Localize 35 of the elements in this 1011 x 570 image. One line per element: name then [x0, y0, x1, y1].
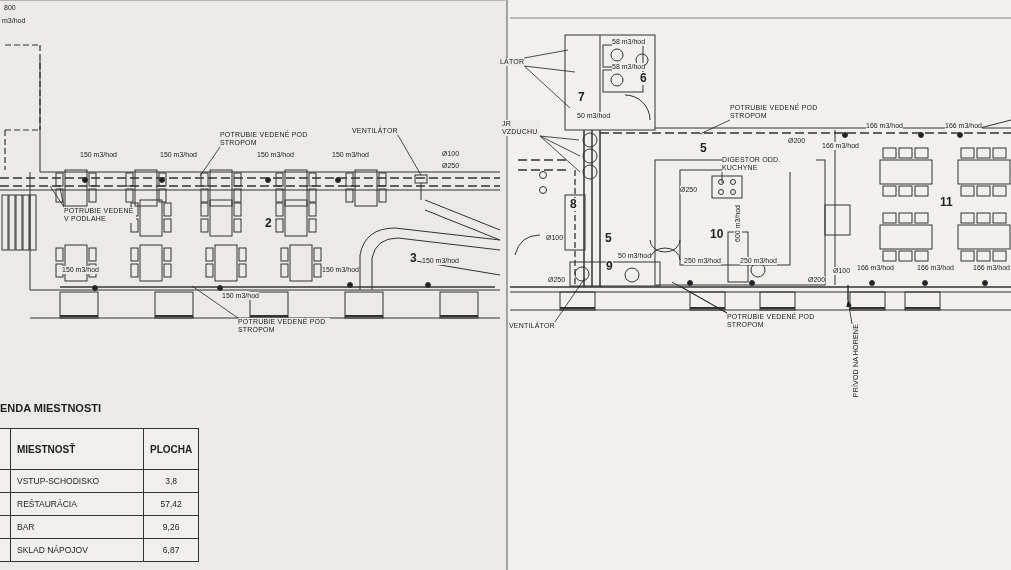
leader-line — [539, 135, 580, 141]
table-cell: REŠTAURÁCIA — [10, 492, 144, 516]
leader-line — [59, 187, 65, 208]
room-number: 11 — [940, 196, 953, 209]
leader-line — [539, 135, 581, 173]
leader-line — [191, 285, 239, 319]
room-number: 3 — [410, 252, 417, 265]
leader-line — [554, 277, 586, 323]
table-cell: BAR — [10, 515, 144, 539]
leader-line — [721, 171, 723, 184]
leader-line — [523, 49, 569, 59]
room-number: 8 — [570, 198, 577, 211]
leader-line — [199, 146, 221, 177]
table-title: ENDA MIESTNOSTI — [0, 404, 102, 412]
room-number: 9 — [606, 260, 613, 273]
table-cell: SKLAD NÁPOJOV — [10, 538, 144, 562]
table-cell: 3,8 — [143, 469, 199, 493]
room-number: 2 — [265, 217, 272, 230]
room-number: 5 — [700, 142, 707, 155]
room-number: 6 — [640, 72, 647, 85]
table-cell: 57,42 — [143, 492, 199, 516]
leader-line — [679, 285, 728, 314]
leader-line — [523, 65, 576, 73]
room-number: 10 — [710, 228, 724, 241]
leader-line — [699, 119, 731, 135]
table-cell: 6,87 — [143, 538, 199, 562]
column-header: PLOCHA — [143, 428, 199, 470]
leader-line — [523, 65, 571, 109]
table-cell: 9,26 — [143, 515, 199, 539]
table-cell: VSTUP-SCHODISKO — [10, 469, 144, 493]
room-number: 5 — [605, 232, 612, 245]
room-number: 7 — [578, 91, 585, 104]
column-header: MIESTNOSŤ — [10, 428, 144, 470]
leader-line — [397, 134, 422, 176]
leader-line — [49, 185, 65, 208]
